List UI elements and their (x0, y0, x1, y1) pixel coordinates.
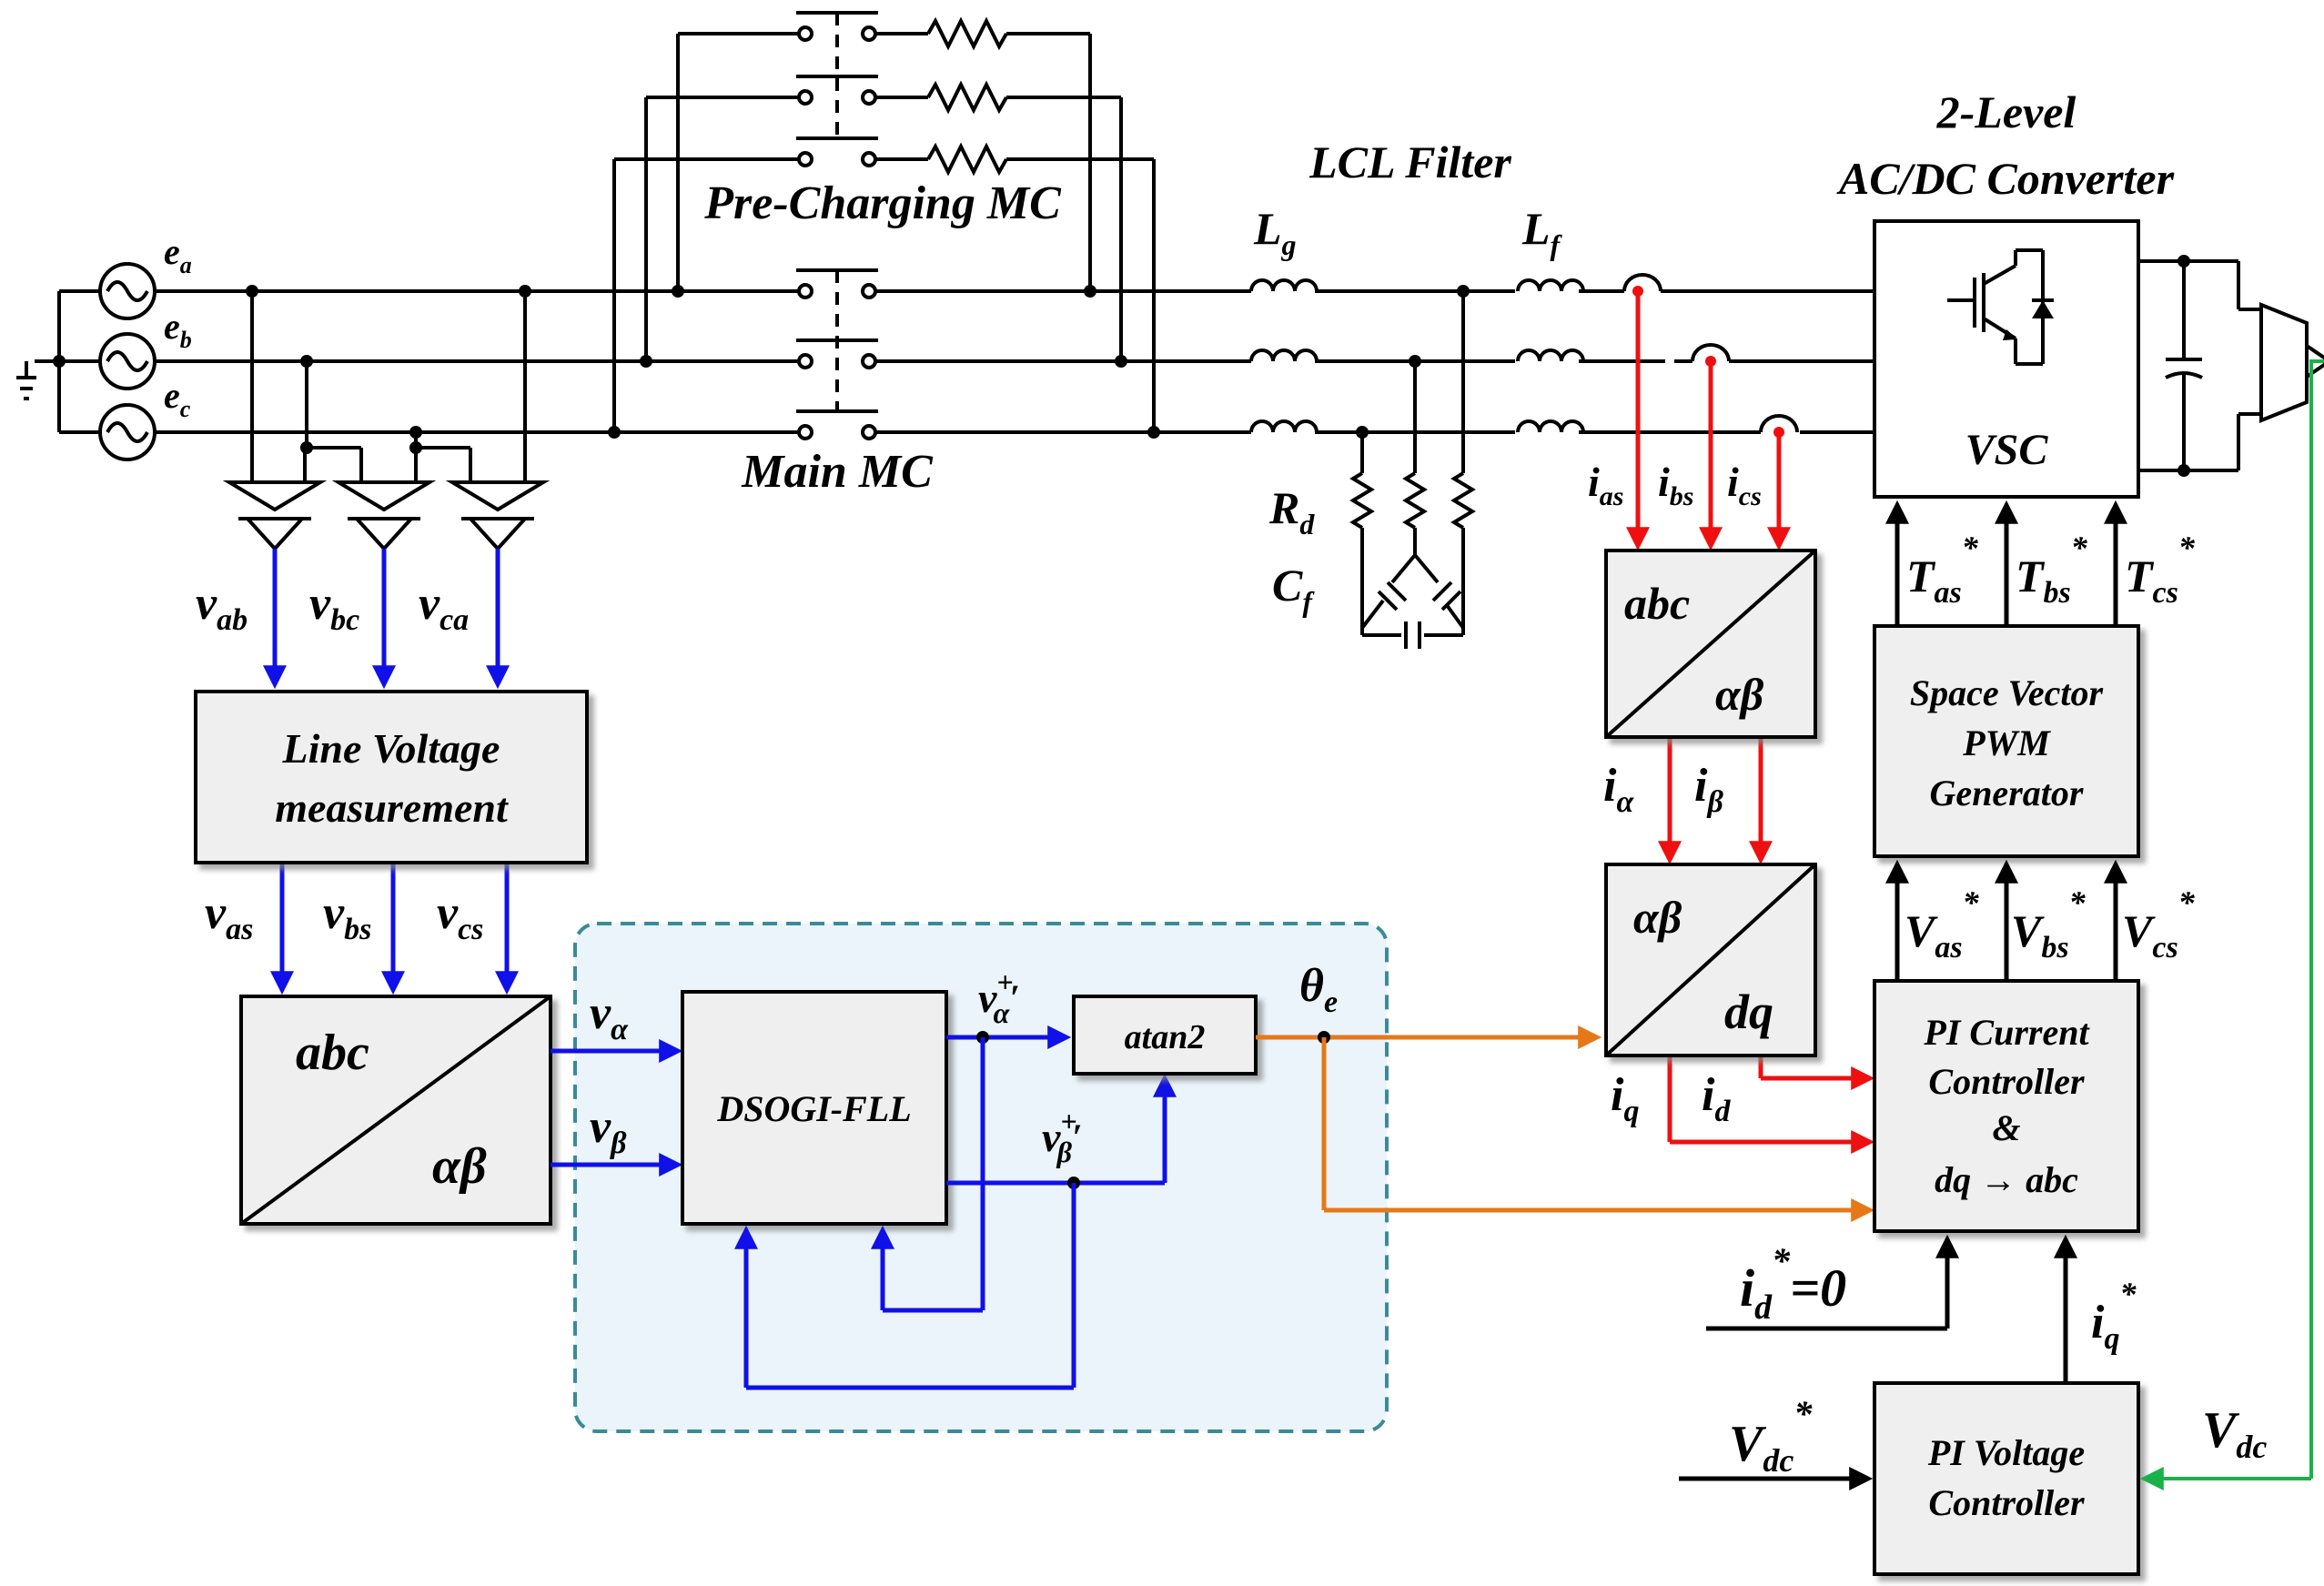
gate-signal-paths: Tas* Tbs* Tcs* (1885, 500, 2196, 626)
source-ea (98, 262, 157, 320)
eb-label: eb (164, 306, 192, 353)
pi-voltage-l2: Controller (1928, 1482, 2085, 1523)
pi-current-l1: PI Current (1923, 1012, 2090, 1053)
abc-label-v: abc (296, 1025, 369, 1081)
ibs-label: ibs (1658, 459, 1693, 511)
lcl-filter-label: LCL Filter (1309, 136, 1511, 187)
voltage-ref-paths: Vas* Vbs* Vcs* (1885, 859, 2196, 981)
iq-ref-label: iq* (2091, 1276, 2137, 1356)
precharge-mc (608, 11, 1160, 439)
source-ec (98, 403, 157, 461)
cf-label: Cf (1272, 560, 1315, 618)
pi-current-l3: & (1992, 1107, 2020, 1148)
ialpha-label: iα (1603, 760, 1634, 819)
main-mc-label: Main MC (741, 446, 934, 498)
dc-voltage-paths: Vdc* Vdc (1679, 359, 2324, 1490)
lg-label: Lg (1253, 203, 1297, 261)
power-labels: ea eb ec Pre-Charging MC Main MC LCL Fil… (164, 86, 2175, 618)
dsogi-fll-block: DSOGI-FLL (681, 990, 948, 1226)
pi-current-l2: Controller (1928, 1061, 2085, 1102)
dsogi-label: DSOGI-FLL (716, 1088, 911, 1129)
tbs-label: Tbs* (2016, 530, 2088, 610)
id-label: id (1702, 1069, 1731, 1128)
theta-signal-paths: θe (1256, 960, 1875, 1222)
vas-label: vas (205, 887, 253, 946)
converter-title-2: AC/DC Converter (1836, 153, 2175, 204)
current-ref-paths: id*=0 iq* (1706, 1234, 2137, 1383)
pi-voltage-controller-block: PI Voltage Controller (1873, 1381, 2140, 1576)
vdc-ref-label: Vdc* (1729, 1393, 1813, 1479)
theta-label: θe (1299, 960, 1338, 1019)
voltage-labels: vab vbc vca vas vbs vcs (196, 578, 483, 946)
valpha-label: vα (590, 987, 629, 1046)
svpwm-block: Space Vector PWM Generator (1873, 624, 2140, 858)
converter-title-1: 2-Level (1936, 86, 2076, 137)
svpwm-l1: Space Vector (1910, 672, 2104, 713)
ibeta-label: iβ (1694, 760, 1723, 819)
svpwm-l3: Generator (1930, 773, 2084, 813)
lf-inductors (1515, 273, 1585, 450)
abc-to-alphabeta-current-block: abc αβ (1604, 549, 1817, 739)
line-voltage-measurement-block: Line Voltage measurement (194, 690, 589, 864)
tcs-label: Tcs* (2125, 530, 2196, 610)
vbeta-label: vβ (590, 1101, 627, 1160)
main-mc-contacts (796, 268, 878, 446)
dq-label: dq (1724, 985, 1773, 1039)
abc-to-alphabeta-voltage-block: abc αβ (239, 995, 552, 1226)
pi-voltage-l1: PI Voltage (1927, 1432, 2085, 1473)
power-circuit: VSC (16, 11, 2324, 649)
ground-symbol (16, 300, 61, 400)
vcs-ref-label: Vcs* (2122, 884, 2196, 965)
alphabeta-label-dq: αβ (1633, 892, 1682, 943)
precharge-label: Pre-Charging MC (703, 177, 1062, 229)
alphabeta-to-dq-block: αβ dq (1604, 863, 1817, 1057)
ea-label: ea (164, 231, 192, 278)
vcs-label: vcs (437, 887, 483, 946)
current-signal-paths: ias ibs ics iα iβ iq id (1588, 286, 1875, 1154)
line-voltage-l2: measurement (275, 784, 509, 831)
igbt-icon (1947, 248, 2054, 366)
alphabeta-label-i: αβ (1715, 669, 1764, 720)
valpha-plus-label: v+α′ (978, 965, 1020, 1029)
tas-label: Tas* (1906, 530, 1979, 610)
lf-label: Lf (1521, 203, 1563, 261)
vab-label: vab (196, 578, 248, 637)
line-voltage-l1: Line Voltage (282, 725, 500, 772)
rd-label: Rd (1268, 482, 1315, 540)
iq-label: iq (1611, 1069, 1639, 1128)
vas-ref-label: Vas* (1905, 884, 1980, 965)
vca-label: vca (419, 578, 469, 637)
vbs-ref-label: Vbs* (2011, 884, 2087, 965)
abc-label-i: abc (1624, 578, 1690, 629)
source-eb (98, 332, 157, 390)
id-ref-label: id*=0 (1740, 1240, 1846, 1327)
dc-link (2138, 255, 2324, 477)
ias-label: ias (1588, 459, 1623, 511)
ics-label: ics (1727, 459, 1762, 511)
vbeta-plus-label: v+β′ (1042, 1105, 1082, 1168)
vsc-label: VSC (1965, 426, 2049, 474)
voltage-sensors (222, 285, 551, 551)
atan2-block: atan2 (1072, 995, 1258, 1076)
svpwm-l2: PWM (1962, 722, 2051, 763)
damping-network (1349, 285, 1476, 649)
lg-inductors (1249, 273, 1319, 450)
pi-current-controller-block: PI Current Controller & dq → abc (1873, 979, 2140, 1233)
voltage-signal-paths (263, 549, 519, 995)
vbc-label: vbc (309, 578, 359, 637)
vbs-label: vbs (323, 887, 371, 946)
atan2-label: atan2 (1125, 1018, 1206, 1056)
pi-current-l4: dq → abc (1935, 1159, 2078, 1200)
dsogi-signal-paths: v+α′ v+β′ (734, 965, 1177, 1390)
valpha-valbeta-paths: vα vβ (551, 987, 683, 1177)
vsc-converter: VSC (1873, 219, 2140, 499)
vdc-label: Vdc (2202, 1402, 2267, 1465)
ec-label: ec (164, 375, 191, 422)
alphabeta-label-v: αβ (432, 1138, 487, 1195)
